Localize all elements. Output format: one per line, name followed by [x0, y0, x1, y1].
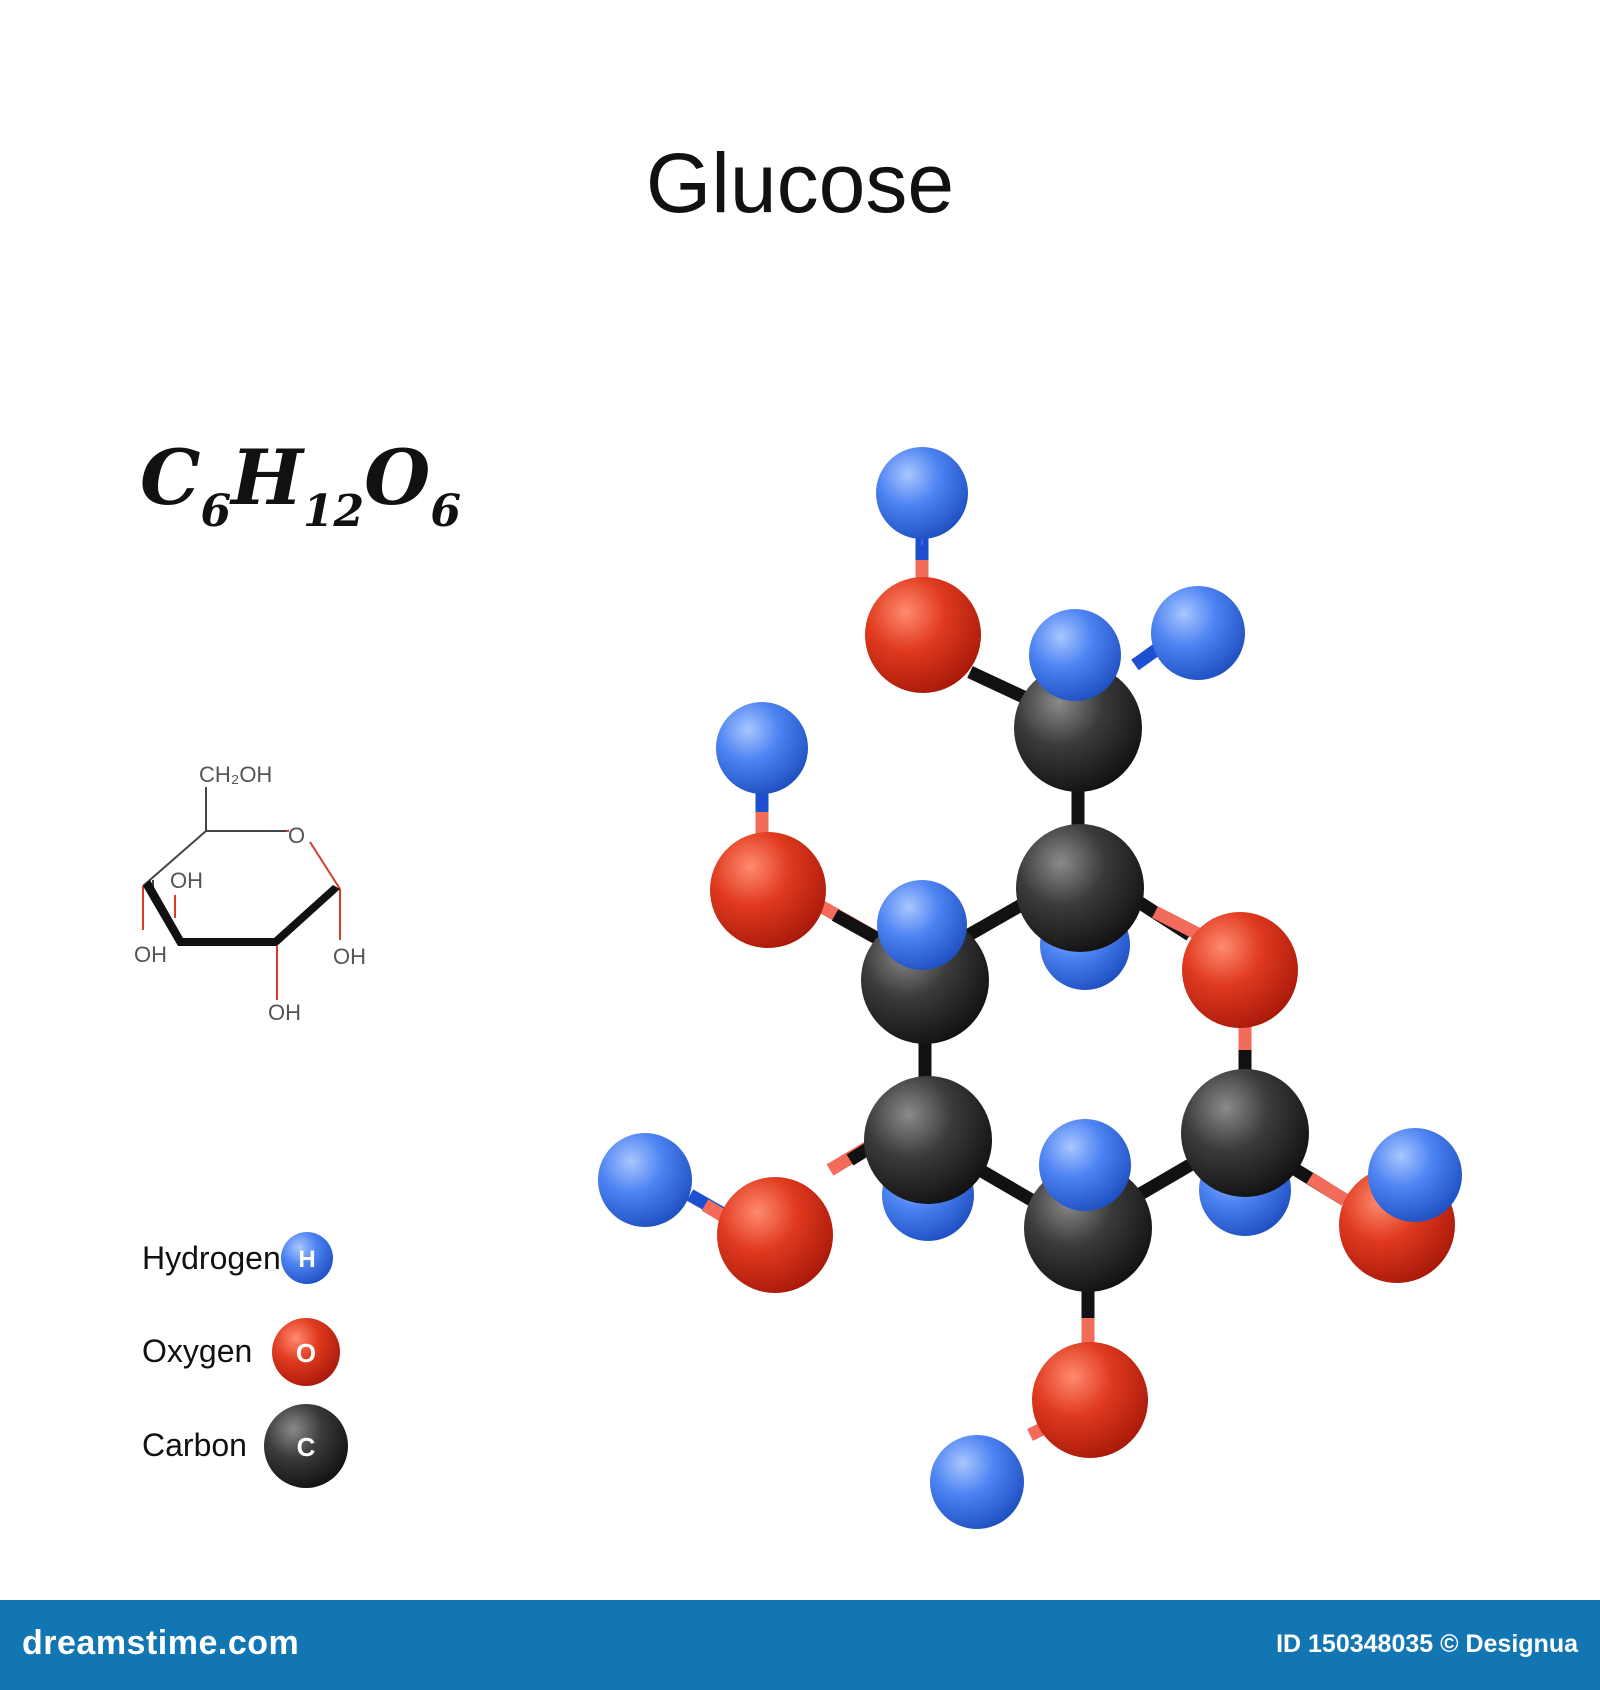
oxygen-atom [717, 1177, 833, 1293]
formula-oxygen: O [364, 433, 431, 522]
formula-carbon-count: 6 [200, 486, 232, 537]
hydrogen-atom [1029, 609, 1121, 701]
formula-hydrogen-count: 12 [302, 486, 365, 537]
footer-credit: ID 150348035 © Designua [1276, 1630, 1578, 1658]
haworth-oh-label-c3: OH [170, 868, 203, 893]
legend-carbon-label: Carbon [142, 1427, 247, 1463]
haworth-ring-oxygen-label: O [288, 823, 305, 848]
carbon-atom [1181, 1069, 1309, 1197]
haworth-oh-label-c2: OH [268, 1000, 301, 1025]
carbon-atom [1016, 824, 1144, 952]
oxygen-atom [710, 832, 826, 948]
legend-swatches: H O C [264, 1232, 348, 1488]
carbon-atom [864, 1076, 992, 1204]
carbon-atom [1014, 664, 1142, 792]
hydrogen-atom [1368, 1128, 1462, 1222]
hydrogen-atom [877, 880, 967, 970]
formula-hydrogen: H [231, 433, 303, 522]
legend-oxygen-swatch [272, 1318, 340, 1386]
oxygen-atom [1182, 912, 1298, 1028]
hydrogen-atom [1151, 586, 1245, 680]
oxygen-atom [1032, 1342, 1148, 1458]
ball-and-stick-model [598, 447, 1462, 1529]
haworth-projection: CH₂OH O OH OH OH OH [134, 762, 366, 1025]
footer-brand[interactable]: dreamstime.com [22, 1624, 300, 1662]
haworth-oh-label-c4: OH [134, 942, 167, 967]
diagram-title: Glucose [645, 136, 955, 230]
legend-hydrogen-symbol: H [298, 1246, 315, 1273]
molecular-formula: C6H12O6 [140, 440, 461, 534]
legend-hydrogen-swatch [281, 1232, 333, 1284]
legend-carbon-symbol: C [297, 1432, 316, 1462]
legend-carbon-swatch [264, 1404, 348, 1488]
hydrogen-atom [876, 447, 968, 539]
haworth-ch2oh-label: CH₂OH [199, 762, 272, 787]
legend-oxygen-label: Oxygen [142, 1333, 253, 1369]
haworth-oh-label-c1: OH [333, 944, 366, 969]
oxygen-atom [865, 577, 981, 693]
hydrogen-atom [716, 702, 808, 794]
formula-oxygen-count: 6 [430, 486, 461, 537]
hydrogen-atom [1039, 1119, 1131, 1211]
footer-bar: dreamstime.com ID 150348035 © Designua [0, 1600, 1600, 1690]
formula-carbon: C [140, 433, 201, 522]
hydrogen-atom [598, 1133, 692, 1227]
hydrogen-atom [930, 1435, 1024, 1529]
legend-hydrogen-label: Hydrogen [142, 1240, 281, 1276]
legend-oxygen-symbol: O [296, 1338, 316, 1368]
